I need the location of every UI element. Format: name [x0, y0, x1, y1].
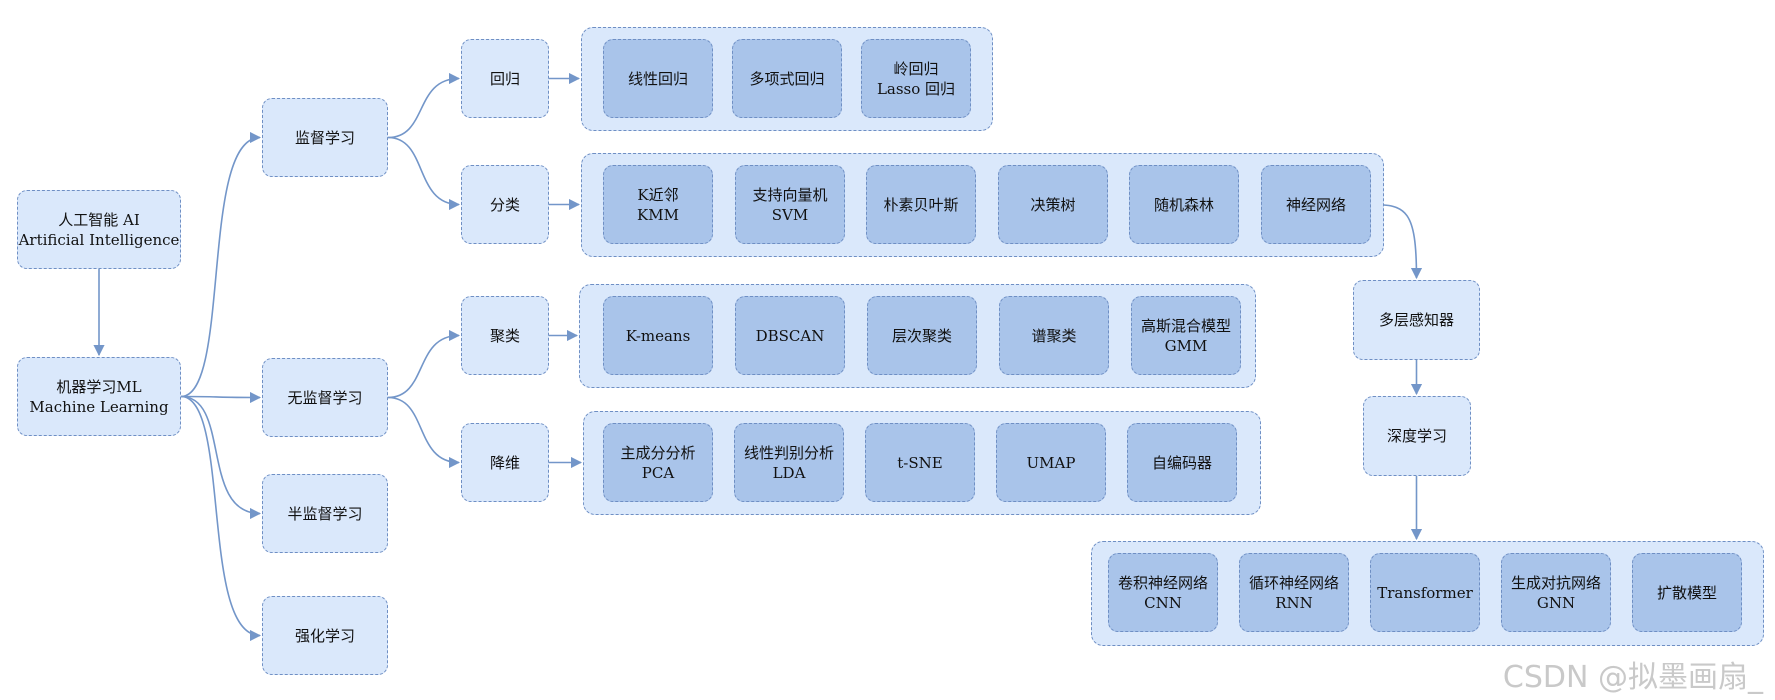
- deep-models-item-4-line-0: 扩散模型: [1656, 583, 1717, 602]
- dimred-methods-item-3-line-0: UMAP: [1026, 453, 1076, 472]
- dimred-methods-item-2-line-0: t-SNE: [897, 453, 943, 472]
- node-dimred: 降维: [461, 423, 549, 502]
- classification-methods-item-3-line-0: 决策树: [1030, 195, 1076, 214]
- classification-methods-item-0-line-1: KMM: [637, 205, 679, 224]
- edge-supervised-regression: [387, 72, 461, 139]
- dimred-methods-item-3: UMAP: [996, 423, 1106, 502]
- classification-methods-item-1-line-1: SVM: [771, 205, 809, 224]
- node-unsupervised: 无监督学习: [262, 358, 388, 437]
- deep-models-item-2: Transformer: [1370, 553, 1480, 632]
- node-supervised-line-0: 监督学习: [294, 128, 355, 147]
- clustering-methods-item-4-line-1: GMM: [1164, 336, 1208, 355]
- edge-ml-semi: [180, 395, 262, 520]
- deep-models-item-2-line-0: Transformer: [1377, 583, 1473, 602]
- classification-methods-item-3: 决策树: [998, 165, 1108, 244]
- classification-methods-item-5-line-0: 神经网络: [1285, 195, 1346, 214]
- dimred-methods-item-2: t-SNE: [865, 423, 975, 502]
- node-clustering: 聚类: [461, 296, 549, 375]
- node-regression: 回归: [461, 39, 549, 118]
- node-classification: 分类: [461, 165, 549, 244]
- node-deep: 深度学习: [1363, 396, 1471, 476]
- node-classification-line-0: 分类: [489, 195, 520, 214]
- edge-unsupervised-dimred: [387, 396, 461, 469]
- node-deep-line-0: 深度学习: [1386, 427, 1447, 445]
- node-ai-line-0: 人工智能 AI: [58, 210, 140, 229]
- edge-supervised-classification: [387, 136, 461, 211]
- node-ai-line-1: Artificial Intelligence: [18, 230, 180, 249]
- node-ml-line-0: 机器学习ML: [56, 377, 142, 396]
- edge-unsupervised-clustering: [387, 329, 461, 399]
- dimred-methods-item-4: 自编码器: [1127, 423, 1237, 502]
- node-supervised: 监督学习: [262, 98, 388, 177]
- clustering-methods-item-1: DBSCAN: [735, 296, 845, 375]
- regression-methods-item-0: 线性回归: [603, 39, 713, 118]
- classification-methods-item-2-line-0: 朴素贝叶斯: [883, 195, 959, 214]
- node-reinforce: 强化学习: [262, 596, 388, 675]
- dimred-methods-item-1-line-1: LDA: [772, 463, 806, 482]
- deep-models-item-1-line-1: RNN: [1275, 593, 1313, 612]
- clustering-methods-item-3: 谱聚类: [999, 296, 1109, 375]
- classification-methods-item-4: 随机森林: [1129, 165, 1239, 244]
- node-mlp: 多层感知器: [1353, 280, 1480, 360]
- dimred-methods-item-1-line-0: 线性判别分析: [743, 443, 834, 462]
- node-semi: 半监督学习: [262, 474, 388, 553]
- regression-methods-item-1: 多项式回归: [732, 39, 842, 118]
- regression-methods-item-0-line-0: 线性回归: [627, 69, 688, 88]
- node-regression-line-0: 回归: [489, 69, 520, 88]
- regression-methods-item-1-line-0: 多项式回归: [749, 69, 825, 88]
- classification-methods-item-0-line-0: K近邻: [637, 185, 679, 204]
- deep-models-item-1-line-0: 循环神经网络: [1248, 573, 1339, 592]
- classification-methods-item-4-line-0: 随机森林: [1153, 195, 1214, 214]
- node-dimred-line-0: 降维: [489, 453, 520, 472]
- watermark-text: CSDN @拟墨画扇_: [1502, 660, 1763, 695]
- classification-methods-group: [581, 153, 1384, 257]
- classification-methods-item-5: 神经网络: [1261, 165, 1371, 244]
- deep-models-item-0-line-1: CNN: [1144, 593, 1182, 612]
- node-ml-line-1: Machine Learning: [29, 397, 169, 416]
- classification-methods-item-2: 朴素贝叶斯: [866, 165, 976, 244]
- dimred-methods-item-0-line-0: 主成分分析: [620, 443, 696, 462]
- node-mlp-line-0: 多层感知器: [1378, 311, 1454, 329]
- node-clustering-line-0: 聚类: [489, 326, 520, 345]
- clustering-methods-item-4-line-0: 高斯混合模型: [1140, 316, 1231, 335]
- clustering-methods-item-0: K-means: [603, 296, 713, 375]
- clustering-methods-item-1-line-0: DBSCAN: [755, 326, 825, 345]
- dimred-methods-item-0-line-1: PCA: [641, 463, 675, 482]
- clustering-methods-item-2-line-0: 层次聚类: [891, 326, 952, 345]
- edge-ml-unsupervised: [180, 391, 262, 404]
- node-semi-line-0: 半监督学习: [287, 504, 363, 523]
- regression-methods-item-2-line-1: Lasso 回归: [876, 79, 956, 98]
- node-reinforce-line-0: 强化学习: [294, 626, 355, 645]
- edge-ml-reinforce: [180, 395, 262, 642]
- classification-methods-item-1-line-0: 支持向量机: [752, 185, 828, 204]
- clustering-methods-item-2: 层次聚类: [867, 296, 977, 375]
- deep-models-item-0-line-0: 卷积神经网络: [1117, 573, 1208, 592]
- deep-models-item-3-line-1: GNN: [1536, 593, 1576, 612]
- dimred-methods-item-4-line-0: 自编码器: [1151, 453, 1212, 472]
- edge-ml-supervised: [180, 131, 262, 398]
- node-unsupervised-line-0: 无监督学习: [287, 388, 363, 407]
- deep-models-item-4: 扩散模型: [1632, 553, 1742, 632]
- clustering-methods-item-3-line-0: 谱聚类: [1031, 326, 1077, 345]
- clustering-methods-item-0-line-0: K-means: [625, 326, 691, 345]
- regression-methods-item-2-line-0: 岭回归: [893, 59, 939, 78]
- deep-models-item-3-line-0: 生成对抗网络: [1510, 573, 1601, 592]
